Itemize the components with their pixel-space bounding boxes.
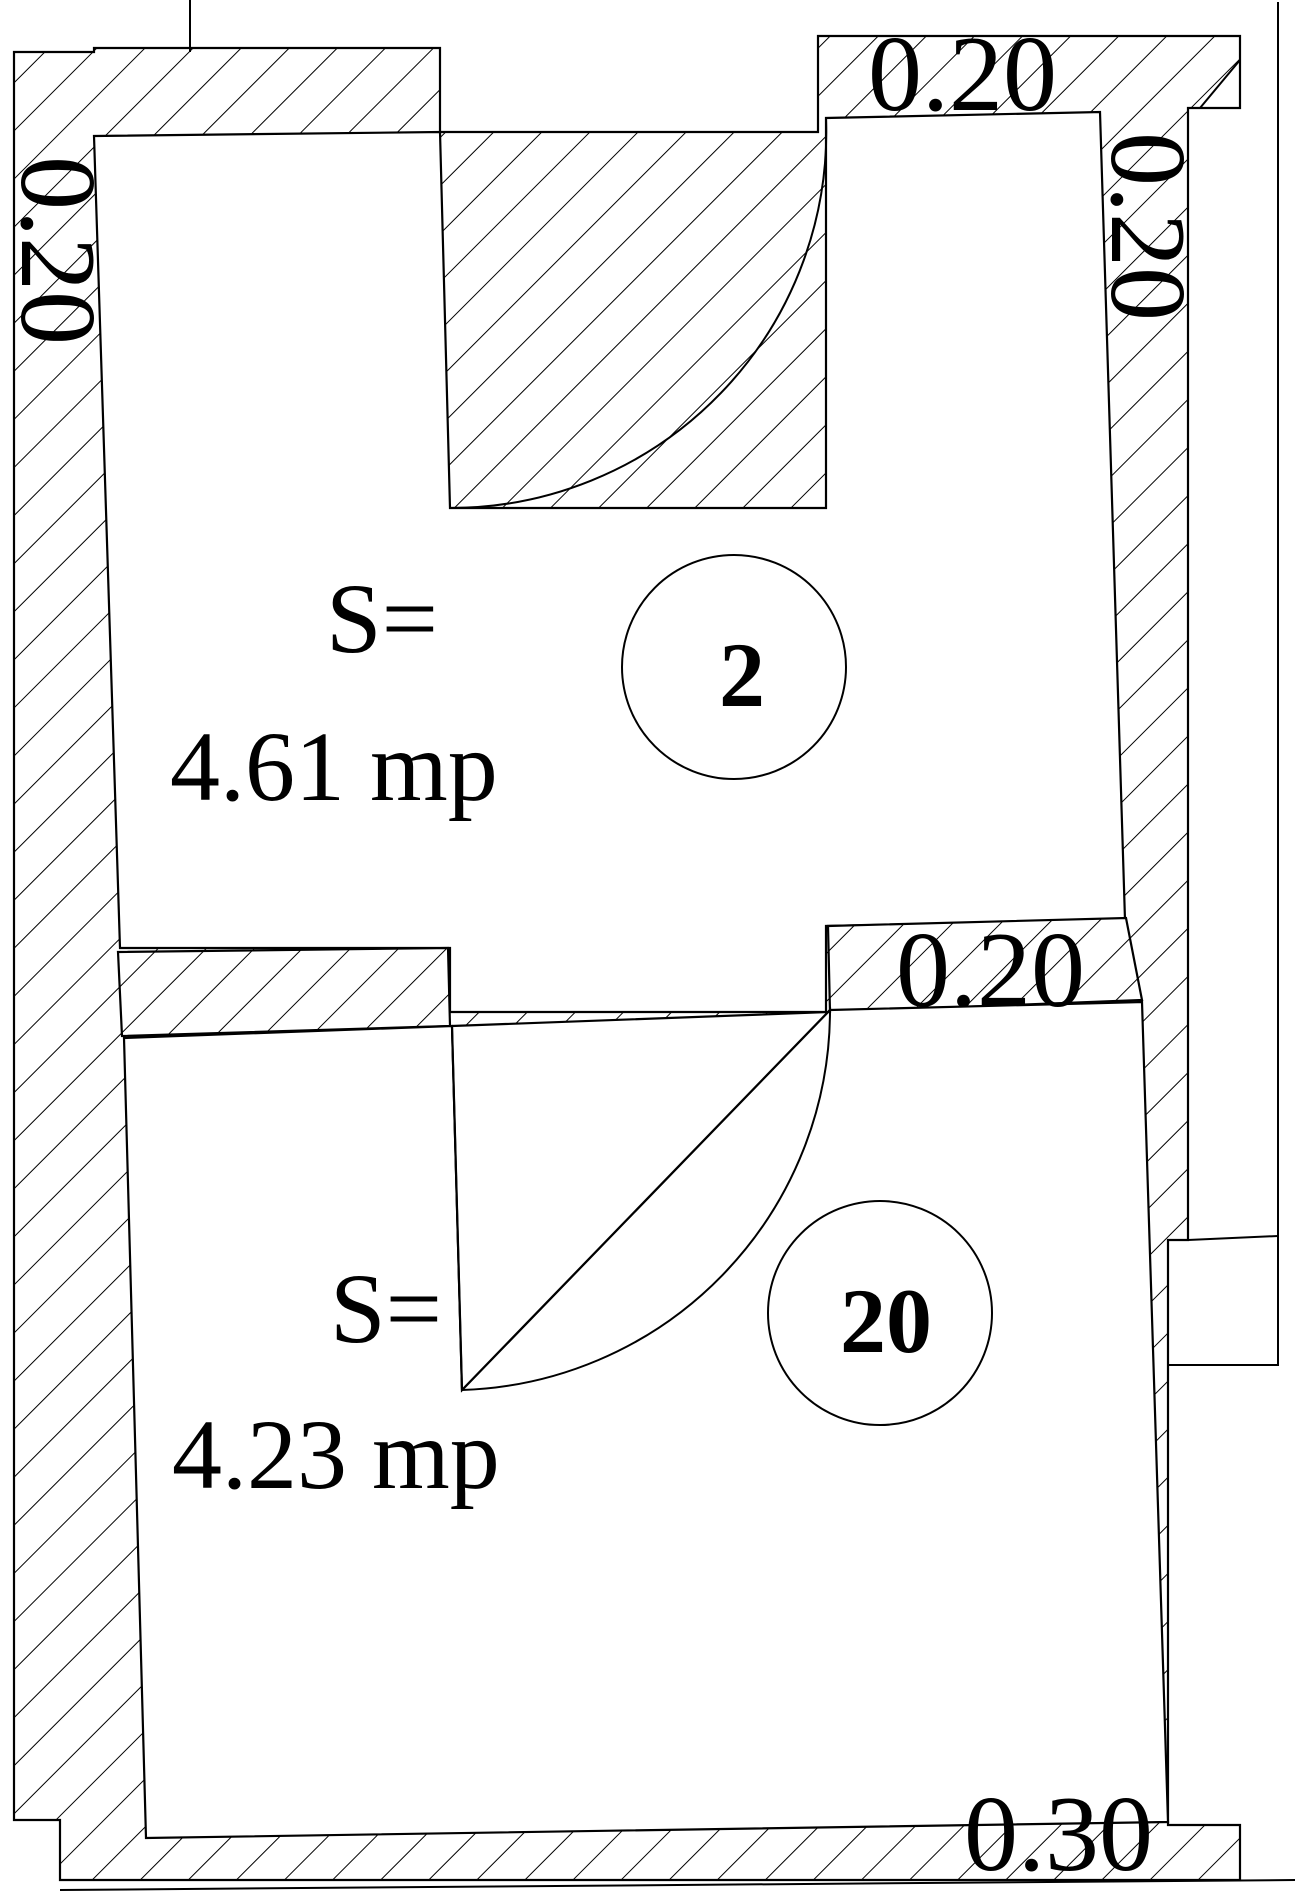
room-bubble-circle	[767, 1200, 993, 1426]
room-20-area-value: 4.23 mp	[172, 1399, 500, 1510]
door-jamb-room-20	[451, 1025, 463, 1391]
room-bubble-circle	[621, 554, 847, 780]
room-20-area-label: S=	[330, 1253, 442, 1364]
room-number-2: 2	[719, 624, 765, 726]
middle-wall-right-segment	[826, 916, 1144, 1014]
room-2-area-value: 4.61 mp	[170, 711, 498, 822]
dimension-middle-wall: 0.20	[896, 911, 1085, 1030]
dimension-left-wall: 0.20	[0, 156, 117, 345]
bottom-baseline	[59, 1879, 1295, 1891]
top-right-stub	[1199, 59, 1241, 109]
middle-wall-left-segment	[116, 946, 452, 1038]
right-adjacent-wall	[1187, 1235, 1279, 1241]
dimension-bottom-wall: 0.30	[964, 1775, 1153, 1894]
right-adjacent-wall-lower	[1168, 2, 1279, 1366]
dimension-right-wall: 0.20	[1088, 132, 1207, 321]
door-swing-arc-room-2	[449, 117, 828, 509]
dimension-top-wall: 0.20	[868, 15, 1057, 134]
room-bubble-2: 2	[621, 554, 847, 780]
room-bubble-20: 20	[767, 1200, 993, 1426]
door-swing-arc-room-20	[461, 1011, 831, 1391]
room-number-20: 20	[840, 1270, 932, 1372]
room-2-area-label: S=	[326, 563, 438, 674]
